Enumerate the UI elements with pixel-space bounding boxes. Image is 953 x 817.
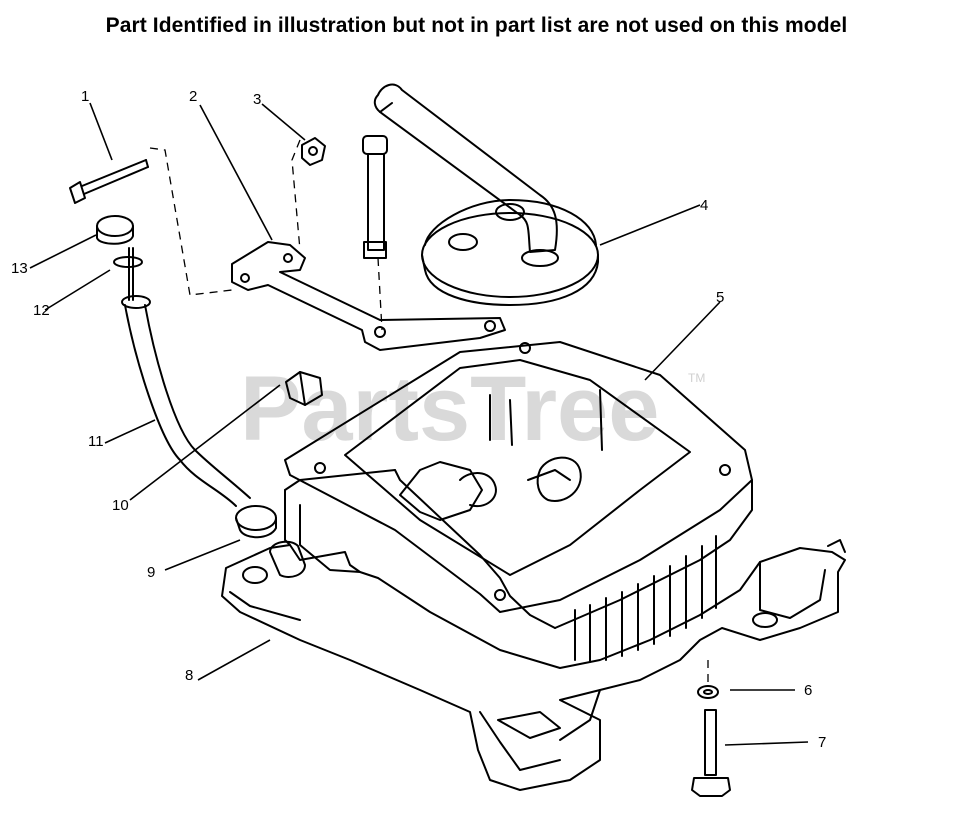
callout-10: 10 [112,497,129,514]
diagram-header-note: Part Identified in illustration but not … [105,14,848,37]
bracket-icon [231,241,506,351]
nut-icon [301,137,326,166]
callout-9: 9 [147,564,155,581]
callout-4: 4 [700,197,708,214]
gasket-icon [284,341,753,613]
washer-icon [697,685,719,699]
callout-11: 11 [88,433,104,450]
crankcase-icon [221,469,846,791]
grommet-icon [269,540,306,578]
callout-8: 8 [185,667,193,684]
callout-6: 6 [804,682,812,699]
callout-7: 7 [818,734,826,751]
callout-5: 5 [716,289,724,306]
bottom-bolt-icon [691,709,731,797]
callout-2: 2 [189,88,197,105]
air-cleaner-base-icon [373,83,599,306]
callout-3: 3 [253,91,261,108]
screw-icon [69,159,149,204]
watermark-tm: TM [688,371,705,385]
bolt-icon [362,135,388,259]
dipstick-tube-icon [96,215,277,539]
callout-12: 12 [33,302,50,319]
callout-13: 13 [11,260,28,277]
callout-1: 1 [81,88,89,105]
plug-icon [285,371,323,406]
